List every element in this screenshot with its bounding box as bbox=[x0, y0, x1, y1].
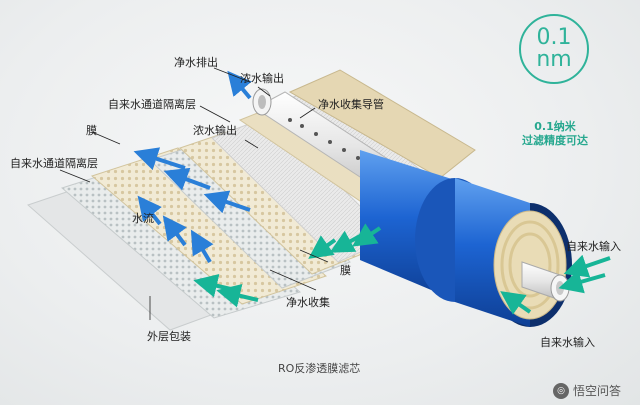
leader-lines bbox=[59, 67, 329, 320]
label-membrane-top: 膜 bbox=[86, 124, 97, 137]
blue-flow-arrows bbox=[133, 70, 252, 264]
blue-housing bbox=[360, 150, 572, 327]
label-pure-out: 净水排出 bbox=[174, 56, 218, 69]
label-feed-spacer-left: 自来水通道隔离层 bbox=[10, 157, 98, 170]
precision-unit: nm bbox=[536, 47, 572, 72]
caption: RO反渗透膜滤芯 bbox=[278, 362, 361, 375]
label-tap-in-bottom: 自来水输入 bbox=[540, 336, 595, 349]
label-collect-tube: 净水收集导管 bbox=[318, 98, 384, 111]
teal-flow-arrows bbox=[193, 223, 611, 315]
label-tap-in-right: 自来水输入 bbox=[566, 240, 621, 253]
label-conc-out-top: 浓水输出 bbox=[240, 72, 284, 85]
watermark: ◎ 悟空问答 bbox=[553, 382, 621, 399]
label-membrane-right: 膜 bbox=[340, 264, 351, 277]
label-feed-spacer-top: 自来水通道隔离层 bbox=[108, 98, 196, 111]
label-pure-collect: 净水收集 bbox=[286, 296, 330, 309]
label-water-flow: 水流 bbox=[132, 212, 154, 225]
wukong-logo-icon: ◎ bbox=[553, 382, 569, 399]
precision-line2: 过滤精度可达 bbox=[522, 134, 588, 147]
precision-badge: 0.1 nm bbox=[519, 14, 589, 84]
precision-value: 0.1 bbox=[536, 25, 572, 50]
precision-line1: 0.1纳米 bbox=[534, 120, 576, 133]
watermark-text: 悟空问答 bbox=[573, 384, 622, 398]
label-outer-wrap: 外层包装 bbox=[147, 330, 191, 343]
label-conc-out-mid: 浓水输出 bbox=[193, 124, 237, 137]
